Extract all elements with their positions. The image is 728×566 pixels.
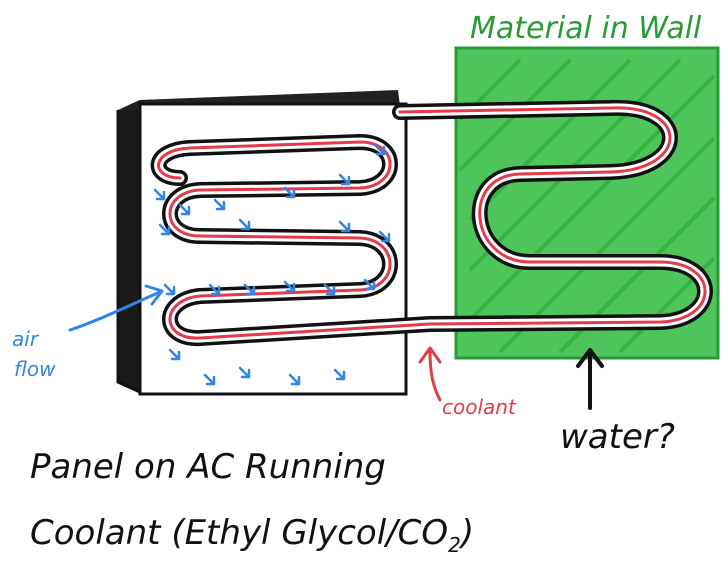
- airflow-pointer-arrow: [68, 284, 164, 332]
- airflow-arrow-icon: [178, 203, 191, 216]
- airflow-arrow-icon: [158, 223, 171, 236]
- airflow-arrow-icon: [378, 230, 391, 243]
- airflow-arrow-icon: [203, 373, 216, 386]
- airflow-arrow-icon: [238, 218, 251, 231]
- airflow-arrow-icon: [153, 188, 166, 201]
- airflow-arrows: [153, 143, 391, 386]
- airflow-arrow-icon: [208, 283, 221, 296]
- airflow-arrow-icon: [163, 283, 176, 296]
- coolant-pipe: [150, 99, 713, 346]
- caption-line2: Coolant (Ethyl Glycol/CO2): [30, 513, 474, 557]
- air-flow-label-line1: air: [12, 327, 40, 351]
- airflow-arrow-icon: [333, 368, 346, 381]
- airflow-arrow-icon: [283, 280, 296, 293]
- airflow-arrow-icon: [238, 366, 251, 379]
- water-pointer-arrow: [576, 348, 604, 410]
- airflow-arrow-icon: [168, 348, 181, 361]
- caption-line2-end: ): [458, 513, 474, 553]
- airflow-arrow-icon: [288, 373, 301, 386]
- coolant-label: coolant: [442, 395, 517, 419]
- coolant-pointer-arrow: [418, 346, 442, 402]
- airflow-arrow-icon: [363, 278, 376, 291]
- caption-line2-main: Coolant (Ethyl Glycol/CO: [30, 513, 448, 553]
- airflow-arrow-icon: [283, 186, 296, 199]
- water-label: water?: [560, 417, 675, 457]
- wall-material-block: [454, 46, 720, 360]
- airflow-arrow-icon: [323, 283, 336, 296]
- caption-line1: Panel on AC Running: [30, 447, 386, 487]
- caption-line2-subscript: 2: [448, 533, 461, 557]
- airflow-arrow-icon: [338, 173, 351, 186]
- airflow-arrow-icon: [243, 283, 256, 296]
- material-in-wall-label: Material in Wall: [470, 11, 702, 46]
- air-flow-label-line2: flow: [14, 357, 56, 381]
- airflow-arrow-icon: [213, 198, 226, 211]
- airflow-arrow-icon: [373, 143, 386, 156]
- airflow-arrow-icon: [338, 220, 351, 233]
